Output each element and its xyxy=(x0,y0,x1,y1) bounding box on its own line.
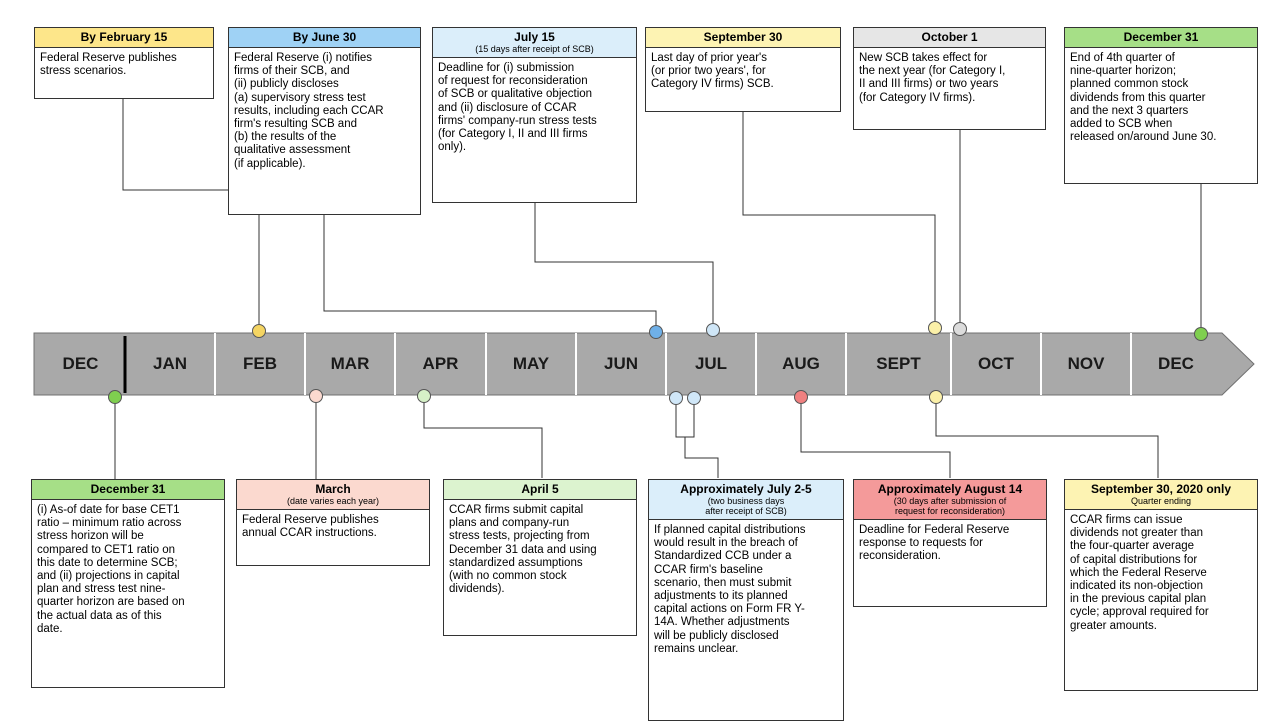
event-subtitle: (15 days after receipt of SCB) xyxy=(475,44,594,54)
event-box-jul2-5: Approximately July 2-5 (two business day… xyxy=(648,479,844,721)
event-box-dec31-bottom: December 31 (i) As-of date for base CET1… xyxy=(31,479,225,688)
marker-feb15 xyxy=(252,324,266,338)
event-body: Deadline for (i) submission of request f… xyxy=(438,62,597,154)
marker-jun30 xyxy=(649,325,663,339)
event-box-sep30-2020: September 30, 2020 only Quarter ending C… xyxy=(1064,479,1258,691)
marker-jul2 xyxy=(669,391,683,405)
event-body: (i) As-of date for base CET1 ratio – min… xyxy=(37,504,185,635)
event-box-sep30: September 30 Last day of prior year's (o… xyxy=(645,27,841,112)
date-markers xyxy=(108,321,1208,405)
event-title: October 1 xyxy=(854,28,1045,48)
event-title: September 30 xyxy=(646,28,840,48)
month-label: NOV xyxy=(1067,354,1105,373)
event-box-jul15: July 15 (15 days after receipt of SCB) D… xyxy=(432,27,637,203)
event-title-text: September 30 xyxy=(703,30,783,44)
marker-sep30-top xyxy=(928,321,942,335)
event-body: Federal Reserve (i) notifies firms of th… xyxy=(234,52,384,170)
event-subtitle: (date varies each year) xyxy=(286,496,380,506)
event-body: CCAR firms can issue dividends not great… xyxy=(1070,514,1209,632)
event-body: Federal Reserve publishes stress scenari… xyxy=(40,52,177,78)
marker-sep30-bottom xyxy=(929,390,943,404)
event-title: By June 30 xyxy=(229,28,420,48)
month-label: APR xyxy=(422,354,459,373)
event-box-march: March (date varies each year) Federal Re… xyxy=(236,479,430,566)
event-body: Federal Reserve publishes annual CCAR in… xyxy=(242,514,379,540)
month-label: FEB xyxy=(243,354,277,373)
marker-oct1 xyxy=(953,322,967,336)
month-label: DEC xyxy=(1158,354,1194,373)
month-label: JAN xyxy=(152,354,187,373)
event-body: Last day of prior year's (or prior two y… xyxy=(651,52,774,91)
event-title-text: By June 30 xyxy=(292,30,357,44)
month-label: MAY xyxy=(512,354,550,373)
event-title-text: July 15 xyxy=(514,30,555,44)
event-subtitle: (two business days after receipt of SCB) xyxy=(705,496,787,516)
event-title: December 31 xyxy=(1065,28,1257,48)
event-box-aug14: Approximately August 14 (30 days after s… xyxy=(853,479,1047,607)
event-body: If planned capital distributions would r… xyxy=(654,524,806,655)
event-title: March (date varies each year) xyxy=(237,480,429,510)
event-title: Approximately July 2-5 (two business day… xyxy=(649,480,843,520)
month-label: SEPT xyxy=(876,354,921,373)
event-title-text: December 31 xyxy=(90,482,166,496)
month-separators xyxy=(214,333,1132,395)
event-title-text: September 30, 2020 only xyxy=(1090,482,1232,496)
month-label: AUG xyxy=(782,354,820,373)
marker-jul15 xyxy=(706,323,720,337)
event-box-oct1: October 1 New SCB takes effect for the n… xyxy=(853,27,1046,130)
event-title-text: Approximately August 14 xyxy=(877,482,1023,496)
event-title: Approximately August 14 (30 days after s… xyxy=(854,480,1046,520)
marker-jul5 xyxy=(687,391,701,405)
event-title: July 15 (15 days after receipt of SCB) xyxy=(433,28,636,58)
event-body: End of 4th quarter of nine-quarter horiz… xyxy=(1070,52,1217,144)
month-label: OCT xyxy=(978,354,1014,373)
event-body: CCAR firms submit capital plans and comp… xyxy=(449,504,597,596)
event-box-apr5: April 5 CCAR firms submit capital plans … xyxy=(443,479,637,636)
event-title-text: October 1 xyxy=(921,30,978,44)
event-title: By February 15 xyxy=(35,28,213,48)
marker-dec31-bottom xyxy=(108,390,122,404)
event-title: April 5 xyxy=(444,480,636,500)
event-title-text: By February 15 xyxy=(80,30,168,44)
marker-march xyxy=(309,389,323,403)
event-box-feb15: By February 15 Federal Reserve publishes… xyxy=(34,27,214,99)
month-label: JUN xyxy=(603,354,638,373)
month-label: JUL xyxy=(694,354,728,373)
connector-lines xyxy=(114,98,1202,479)
event-title: September 30, 2020 only Quarter ending xyxy=(1065,480,1257,510)
marker-aug14 xyxy=(794,390,808,404)
event-title-text: December 31 xyxy=(1123,30,1199,44)
event-subtitle: (30 days after submission of request for… xyxy=(893,496,1007,516)
marker-apr5 xyxy=(417,389,431,403)
event-body: New SCB takes effect for the next year (… xyxy=(859,52,1006,104)
event-title-text: March xyxy=(315,482,351,496)
event-box-dec31-top: December 31 End of 4th quarter of nine-q… xyxy=(1064,27,1258,184)
month-label: DEC xyxy=(62,354,99,373)
event-title: December 31 xyxy=(32,480,224,500)
event-title-text: April 5 xyxy=(521,482,559,496)
timeline-arrow xyxy=(33,332,1255,396)
event-subtitle: Quarter ending xyxy=(1130,496,1192,506)
event-body: Deadline for Federal Reserve response to… xyxy=(859,524,1010,563)
month-label: MAR xyxy=(330,354,370,373)
event-box-jun30: By June 30 Federal Reserve (i) notifies … xyxy=(228,27,421,215)
event-title-text: Approximately July 2-5 xyxy=(680,482,812,496)
marker-dec31-top xyxy=(1194,327,1208,341)
